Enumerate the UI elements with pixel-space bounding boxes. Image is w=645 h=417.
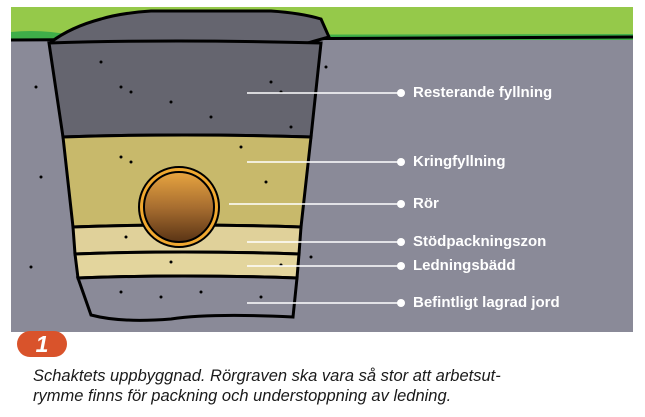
leader-dots [397,89,405,307]
label-pipe: Rör [413,195,439,212]
caption-line-1: Schaktets uppbyggnad. Rörgraven ska vara… [33,367,501,385]
label-existing-soil: Befintligt lagrad jord [413,294,560,311]
label-bedding: Ledningsbädd [413,257,516,274]
trench-illustration [11,7,633,322]
label-remaining-fill: Resterande fyllning [413,84,553,101]
figure-number-badge: 1 [17,331,67,357]
trench-diagram: Resterande fyllning Kringfyllning Rör St… [11,7,633,332]
leader-lines [229,92,401,304]
layer-existing-soil [75,274,299,322]
layer-remaining-fill [47,39,323,139]
layer-bedding [73,250,301,280]
figure-caption: Schaktets uppbyggnad. Rörgraven ska vara… [33,366,633,406]
fill-mound [49,9,332,47]
label-surround-fill: Kringfyllning [413,153,506,170]
label-support-zone: Stödpackningszon [413,233,547,250]
caption-line-2: rymme finns för packning och understoppn… [33,387,452,405]
